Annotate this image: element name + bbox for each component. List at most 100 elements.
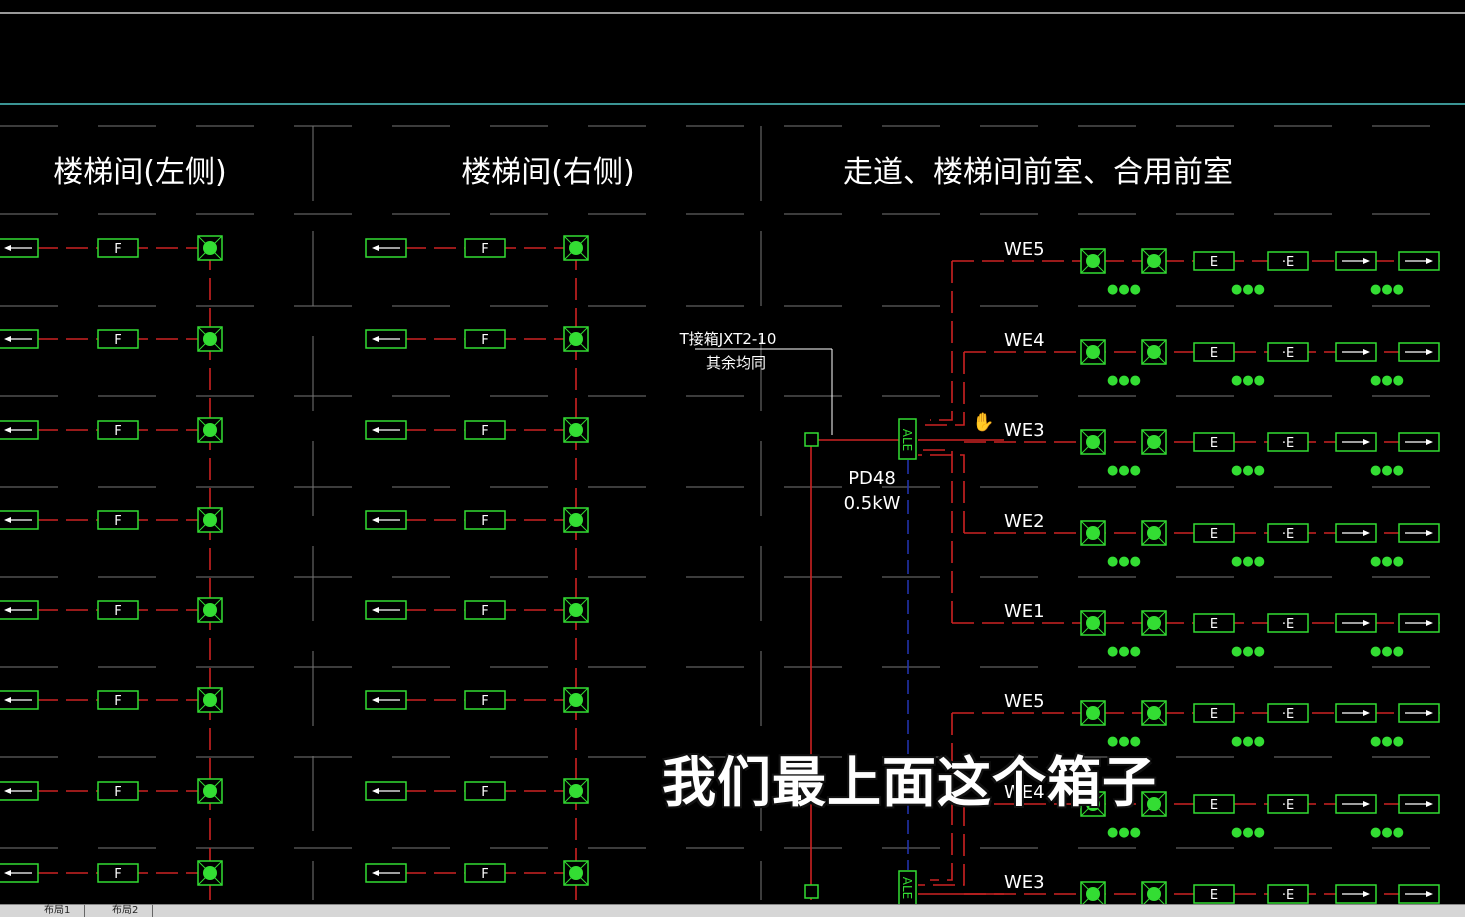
box-label: F (481, 514, 488, 529)
header-middle: 楼梯间(右侧) (461, 155, 634, 190)
hand-cursor-icon: ✋ (972, 412, 995, 433)
panel-label-bottom: ALE (900, 877, 914, 899)
circuit-label: WE4 (1004, 782, 1045, 803)
box-label: F (481, 694, 488, 709)
lamp-dot (1147, 526, 1161, 540)
left-stair-f-box (97, 420, 139, 440)
lamp-dot (203, 332, 217, 346)
right-stair-f-box (464, 510, 506, 530)
box-label: ·E (1282, 346, 1294, 361)
arrow-head (1426, 891, 1433, 897)
lamp-dot (1147, 887, 1161, 901)
box-label: F (114, 867, 121, 882)
tab-layout2[interactable]: 布局2 (98, 905, 154, 917)
left-stair-f-box (97, 690, 139, 710)
arrow-head (1426, 801, 1433, 807)
box-label: ·E (1282, 617, 1294, 632)
right-stair-f-box (464, 690, 506, 710)
arrow-head (1426, 258, 1433, 264)
feeder-we2 (918, 454, 965, 533)
box-label: ·E (1282, 707, 1294, 722)
tab-layout1[interactable]: 布局1 (30, 905, 86, 917)
lamp-dot (1086, 254, 1100, 268)
dots: ●●● (1370, 734, 1404, 749)
lamp-dot (1086, 526, 1100, 540)
lamp-dot (1147, 345, 1161, 359)
box-label: E (1210, 527, 1218, 542)
left-stair-f-box (97, 781, 139, 801)
right-stair-f-box (464, 863, 506, 883)
arrow-head (1363, 801, 1370, 807)
e-box (1267, 251, 1309, 271)
box-label: E (1210, 888, 1218, 903)
header-right: 走道、楼梯间前室、合用前室 (843, 155, 1233, 190)
right-stair-f-box (464, 600, 506, 620)
dots: ●●● (1107, 554, 1141, 569)
box-label: E (1210, 346, 1218, 361)
dots: ●●● (1231, 554, 1265, 569)
e-box (1193, 523, 1235, 543)
box-label: ·E (1282, 527, 1294, 542)
lamp-dot (1086, 706, 1100, 720)
lamp-dot (1147, 797, 1161, 811)
lamp-dot (569, 332, 583, 346)
box-label: ·E (1282, 255, 1294, 270)
arrow-head (372, 788, 379, 794)
e-box (1193, 703, 1235, 723)
feeder-bottom-we5 (930, 713, 953, 881)
dots: ●●● (1231, 825, 1265, 840)
box-label: E (1210, 617, 1218, 632)
lamp-dot (1086, 797, 1100, 811)
arrow-head (1363, 349, 1370, 355)
box-label: F (481, 785, 488, 800)
arrow-head (1426, 620, 1433, 626)
e-box (1267, 432, 1309, 452)
lamp-dot (203, 693, 217, 707)
arrow-head (1426, 710, 1433, 716)
dots: ●●● (1107, 282, 1141, 297)
riser-note-line1: T接箱JXT2-10 (679, 330, 777, 348)
e-box (1267, 342, 1309, 362)
arrow-head (4, 788, 11, 794)
e-box (1267, 523, 1309, 543)
video-subtitle: 我们最上面这个箱子 (662, 751, 1157, 814)
box-label: E (1210, 798, 1218, 813)
dots: ●●● (1231, 373, 1265, 388)
feeder-we5 (930, 261, 953, 421)
circuit-label: WE1 (1004, 601, 1045, 622)
arrow-head (372, 245, 379, 251)
right-stair-f-box (464, 329, 506, 349)
lamp-dot (569, 603, 583, 617)
dots: ●●● (1107, 644, 1141, 659)
symbols: FFFFFFFFFFFFFFFFWE5E·E●●●●●●●●●WE4E·E●●●… (0, 235, 1440, 912)
right-stair-f-box (464, 781, 506, 801)
left-stair-f-box (97, 600, 139, 620)
circuit-label: WE5 (1004, 691, 1045, 712)
panel-label-top: ALE (900, 429, 914, 451)
lamp-dot (1147, 254, 1161, 268)
e-box (1193, 342, 1235, 362)
feeder-bottom-we4 (918, 804, 965, 886)
lamp-dot (569, 241, 583, 255)
right-stair-f-box (464, 238, 506, 258)
lamp-dot (1147, 616, 1161, 630)
lamp-dot (203, 603, 217, 617)
circuit-label: WE3 (1004, 872, 1045, 893)
box-label: F (114, 424, 121, 439)
box-label: F (481, 604, 488, 619)
arrow-head (1363, 620, 1370, 626)
arrow-head (4, 336, 11, 342)
grid-lines (0, 12, 1465, 900)
dots: ●●● (1370, 644, 1404, 659)
arrow-head (372, 336, 379, 342)
dots: ●●● (1231, 282, 1265, 297)
lamp-dot (1086, 345, 1100, 359)
dots: ●●● (1370, 825, 1404, 840)
t-junction-box-icon (804, 884, 819, 899)
lamp-dot (569, 423, 583, 437)
left-stair-f-box (97, 863, 139, 883)
lamp-dot (569, 693, 583, 707)
panel-name: PD48 (848, 468, 896, 489)
lamp-dot (203, 866, 217, 880)
